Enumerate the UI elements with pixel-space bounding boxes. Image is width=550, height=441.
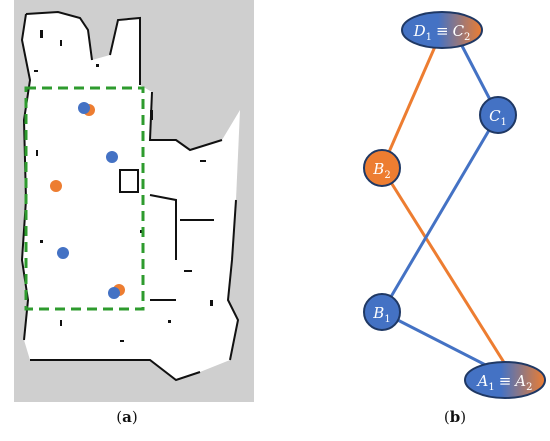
orange-marker bbox=[50, 180, 62, 192]
edge-top-b2 bbox=[380, 41, 439, 169]
occupancy-map bbox=[14, 0, 254, 402]
caption-open-paren: ( bbox=[443, 408, 450, 426]
node-b2-label: B2 bbox=[372, 160, 390, 181]
edge-b2-bottom bbox=[380, 167, 517, 381]
blue-marker bbox=[108, 287, 120, 299]
map-noise bbox=[34, 30, 213, 342]
caption-close-paren: ) bbox=[460, 408, 467, 426]
node-a1-a2: A1≡A2 bbox=[464, 361, 546, 399]
panel-a: (a) bbox=[0, 0, 275, 437]
node-c1-label: C1 bbox=[489, 107, 507, 128]
node-b1: B1 bbox=[363, 293, 401, 331]
caption-open-paren: ( bbox=[116, 408, 123, 426]
map-free-space bbox=[22, 12, 240, 380]
map-walls bbox=[20, 10, 240, 382]
caption-letter: a bbox=[122, 408, 132, 426]
caption-a: (a) bbox=[97, 408, 157, 426]
node-d1-c2-label: D1≡C2 bbox=[413, 22, 471, 43]
edge-c1-b1 bbox=[380, 114, 500, 313]
node-c1: C1 bbox=[479, 96, 517, 134]
caption-close-paren: ) bbox=[131, 408, 138, 426]
position-markers bbox=[50, 102, 125, 299]
node-a1-a2-label: A1≡A2 bbox=[475, 372, 532, 393]
region-of-interest-dashed-box bbox=[24, 86, 145, 311]
caption-b: (b) bbox=[425, 408, 485, 426]
node-d1-c2: D1≡C2 bbox=[401, 11, 483, 49]
panel-b: D1≡C2 C1 B2 B1 A1≡A2 (b) bbox=[275, 0, 550, 437]
node-b2: B2 bbox=[363, 149, 401, 187]
graph-diagram: D1≡C2 C1 B2 B1 A1≡A2 bbox=[363, 11, 546, 399]
blue-marker bbox=[78, 102, 90, 114]
node-b1-label: B1 bbox=[372, 304, 390, 325]
caption-letter: b bbox=[449, 408, 461, 426]
blue-marker bbox=[57, 247, 69, 259]
blue-marker bbox=[106, 151, 118, 163]
